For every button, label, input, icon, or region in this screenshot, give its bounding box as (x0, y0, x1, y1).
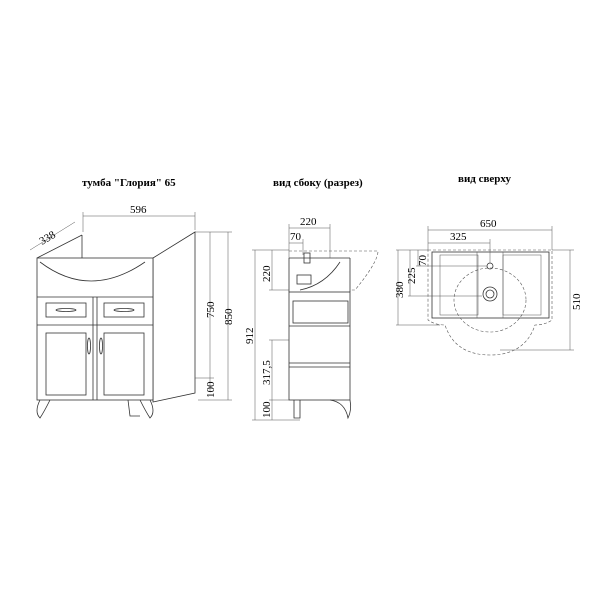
dim-drain-offset: 225 (406, 267, 418, 284)
sink-outline (289, 250, 379, 291)
drain-icon (482, 286, 498, 302)
dimension-line (29, 221, 76, 251)
leg-icon (329, 399, 352, 420)
tap (303, 252, 311, 264)
front-view: тумба "Глория" 65 596 338 750 850 1 (29, 177, 235, 419)
handle-icon (87, 337, 91, 355)
leg-icon (139, 399, 154, 419)
leg-icon (293, 400, 301, 419)
dim-total-depth: 510 (571, 293, 583, 310)
door-left (439, 254, 479, 316)
dim-width: 650 (480, 218, 497, 230)
handle-icon (55, 308, 77, 312)
dim-depth: 338 (38, 229, 59, 248)
dim-depth: 220 (300, 216, 317, 228)
dim-height-total: 850 (223, 308, 235, 325)
dim-half-width: 325 (450, 231, 467, 243)
handle-icon (99, 337, 103, 355)
dim-drawer-height: 317,5 (261, 360, 273, 385)
dim-body-depth: 380 (394, 281, 406, 298)
basin (453, 267, 527, 333)
dim-sink-height: 220 (261, 265, 273, 282)
drain-inner-icon (485, 289, 495, 299)
front-view-title: тумба "Глория" 65 (82, 177, 176, 189)
dim-leg-height: 100 (205, 381, 217, 398)
top-view-title: вид сверху (458, 173, 511, 185)
cabinet-top-left-edge (36, 234, 83, 259)
door-right-panel (103, 332, 145, 396)
top-view: вид сверху 650 325 70 225 380 510 (394, 173, 583, 356)
dim-leg-height: 100 (261, 401, 273, 418)
cabinet-side-panel (152, 231, 196, 403)
side-view-title: вид сбоку (разрез) (273, 177, 363, 189)
sink-bowl (299, 261, 341, 291)
dim-width: 596 (130, 204, 147, 216)
drawer-section (292, 300, 349, 324)
dim-tap-offset: 70 (417, 255, 429, 267)
door-left-panel (45, 332, 87, 396)
drawer-right (103, 302, 145, 318)
handle-icon (113, 308, 135, 312)
leg-icon (127, 399, 140, 417)
leg-icon (36, 399, 51, 419)
dim-height-body: 750 (205, 301, 217, 318)
drawer-left (45, 302, 87, 318)
cabinet-side-section (288, 291, 351, 401)
sink-curve (39, 261, 146, 282)
dim-total-height: 912 (244, 328, 256, 345)
sink-outline (427, 249, 553, 356)
siphon (296, 274, 312, 285)
cabinet-front (36, 257, 154, 401)
sink-sides (288, 258, 351, 292)
dim-tap-offset: 70 (290, 231, 302, 243)
side-view: вид сбоку (разрез) 220 70 220 912 317,5 … (244, 177, 379, 421)
cabinet-top (431, 251, 550, 319)
